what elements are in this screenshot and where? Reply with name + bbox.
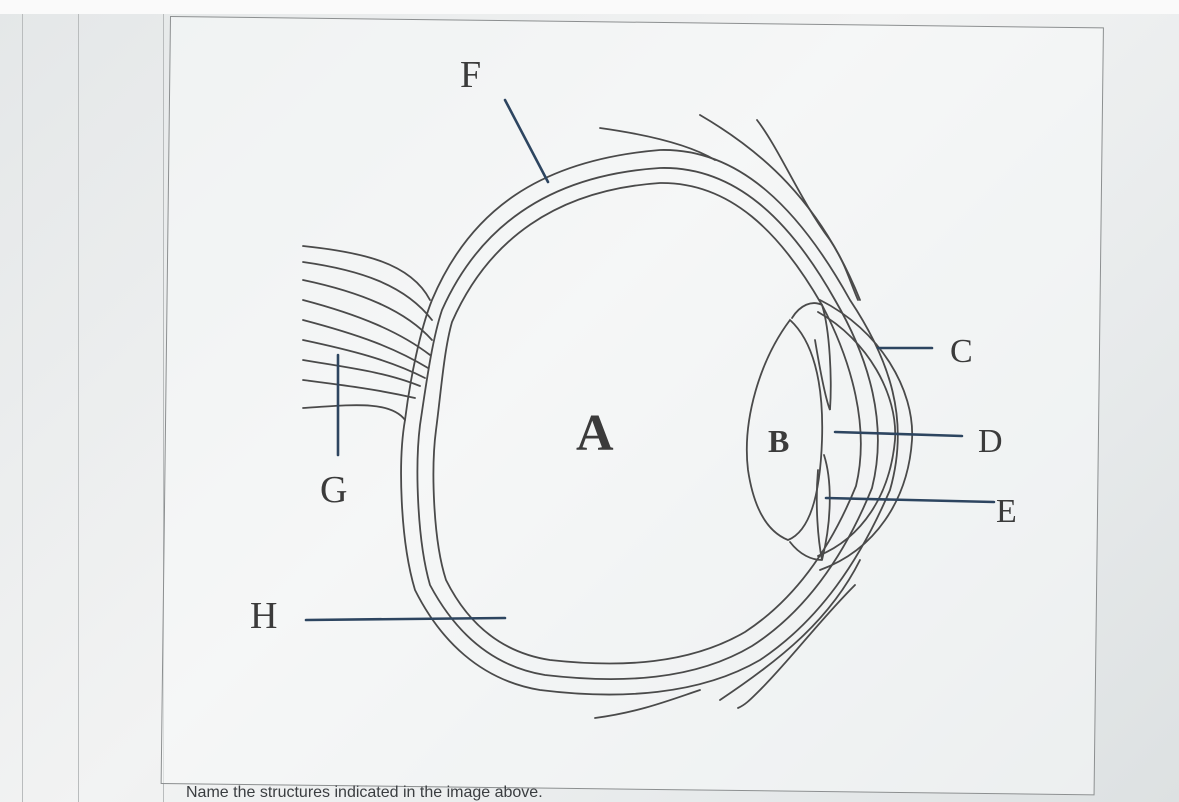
label-G: G bbox=[320, 469, 347, 511]
pointer-E bbox=[824, 496, 996, 504]
optic-nerve-top bbox=[302, 245, 431, 301]
label-F: F bbox=[460, 54, 481, 96]
lower-lid-skin bbox=[737, 584, 856, 709]
upper-lid-skin bbox=[756, 119, 859, 301]
label-A: A bbox=[576, 405, 614, 462]
upper-lid-inner bbox=[599, 127, 716, 161]
retina-outline bbox=[432, 182, 862, 665]
monitor-bezel bbox=[0, 0, 1179, 14]
label-B: B bbox=[768, 423, 789, 459]
ciliary-lower bbox=[789, 541, 823, 561]
question-caption: Name the structures indicated in the ima… bbox=[186, 784, 543, 801]
upper-lid-outer bbox=[699, 114, 861, 301]
divider bbox=[163, 14, 164, 802]
choroid-outline bbox=[416, 167, 879, 681]
lens-outline bbox=[745, 318, 824, 541]
lower-lid-outer bbox=[719, 559, 861, 701]
divider bbox=[78, 14, 79, 802]
iris-upper bbox=[814, 304, 832, 411]
cornea-inner bbox=[817, 311, 897, 557]
ciliary-upper bbox=[791, 302, 823, 319]
label-H: H bbox=[250, 595, 277, 637]
pointer-F bbox=[503, 98, 550, 184]
lower-lid-inner bbox=[594, 689, 701, 719]
label-E: E bbox=[996, 493, 1017, 530]
cornea-outline bbox=[819, 299, 913, 571]
sclera-outline bbox=[400, 149, 899, 696]
divider bbox=[22, 14, 23, 802]
pointer-D bbox=[833, 430, 964, 438]
label-D: D bbox=[978, 423, 1003, 460]
label-C: C bbox=[950, 333, 973, 370]
optic-nerve-bottom bbox=[302, 404, 406, 421]
pointer-H bbox=[304, 616, 507, 622]
